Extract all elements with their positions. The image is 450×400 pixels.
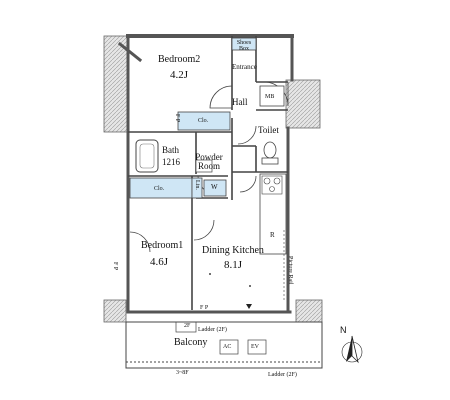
- ceiling-symbols: [209, 273, 251, 287]
- ev-unit-box: [247, 339, 267, 355]
- bath-tub: [135, 139, 159, 173]
- mb-box: [259, 85, 285, 107]
- ladder-hatch: [175, 321, 197, 333]
- window-marker: [246, 304, 252, 309]
- kitchen-counter: [259, 173, 287, 255]
- toilet-tank: [261, 157, 279, 165]
- balcony-outline: [125, 321, 323, 369]
- closet-upper-fixture: [177, 111, 231, 131]
- bath-tub-inner: [139, 143, 155, 169]
- compass-rose: [341, 335, 363, 364]
- ac-unit-box: [219, 339, 239, 355]
- left-lower-column: [103, 299, 127, 323]
- toilet-bowl: [263, 141, 277, 159]
- closet-lower-fixture: [129, 177, 193, 199]
- exterior-walls: [117, 34, 294, 314]
- linen-fixture: [191, 177, 203, 199]
- right-upper-shaft: [285, 79, 321, 129]
- interior-walls: [128, 36, 288, 310]
- washer-fixture: [203, 179, 227, 197]
- stove: [261, 175, 283, 195]
- powder-basin: [195, 159, 213, 173]
- left-upper-shaft: [103, 35, 129, 133]
- right-lower-column: [295, 299, 323, 323]
- shoes-box-fixture: [231, 37, 257, 51]
